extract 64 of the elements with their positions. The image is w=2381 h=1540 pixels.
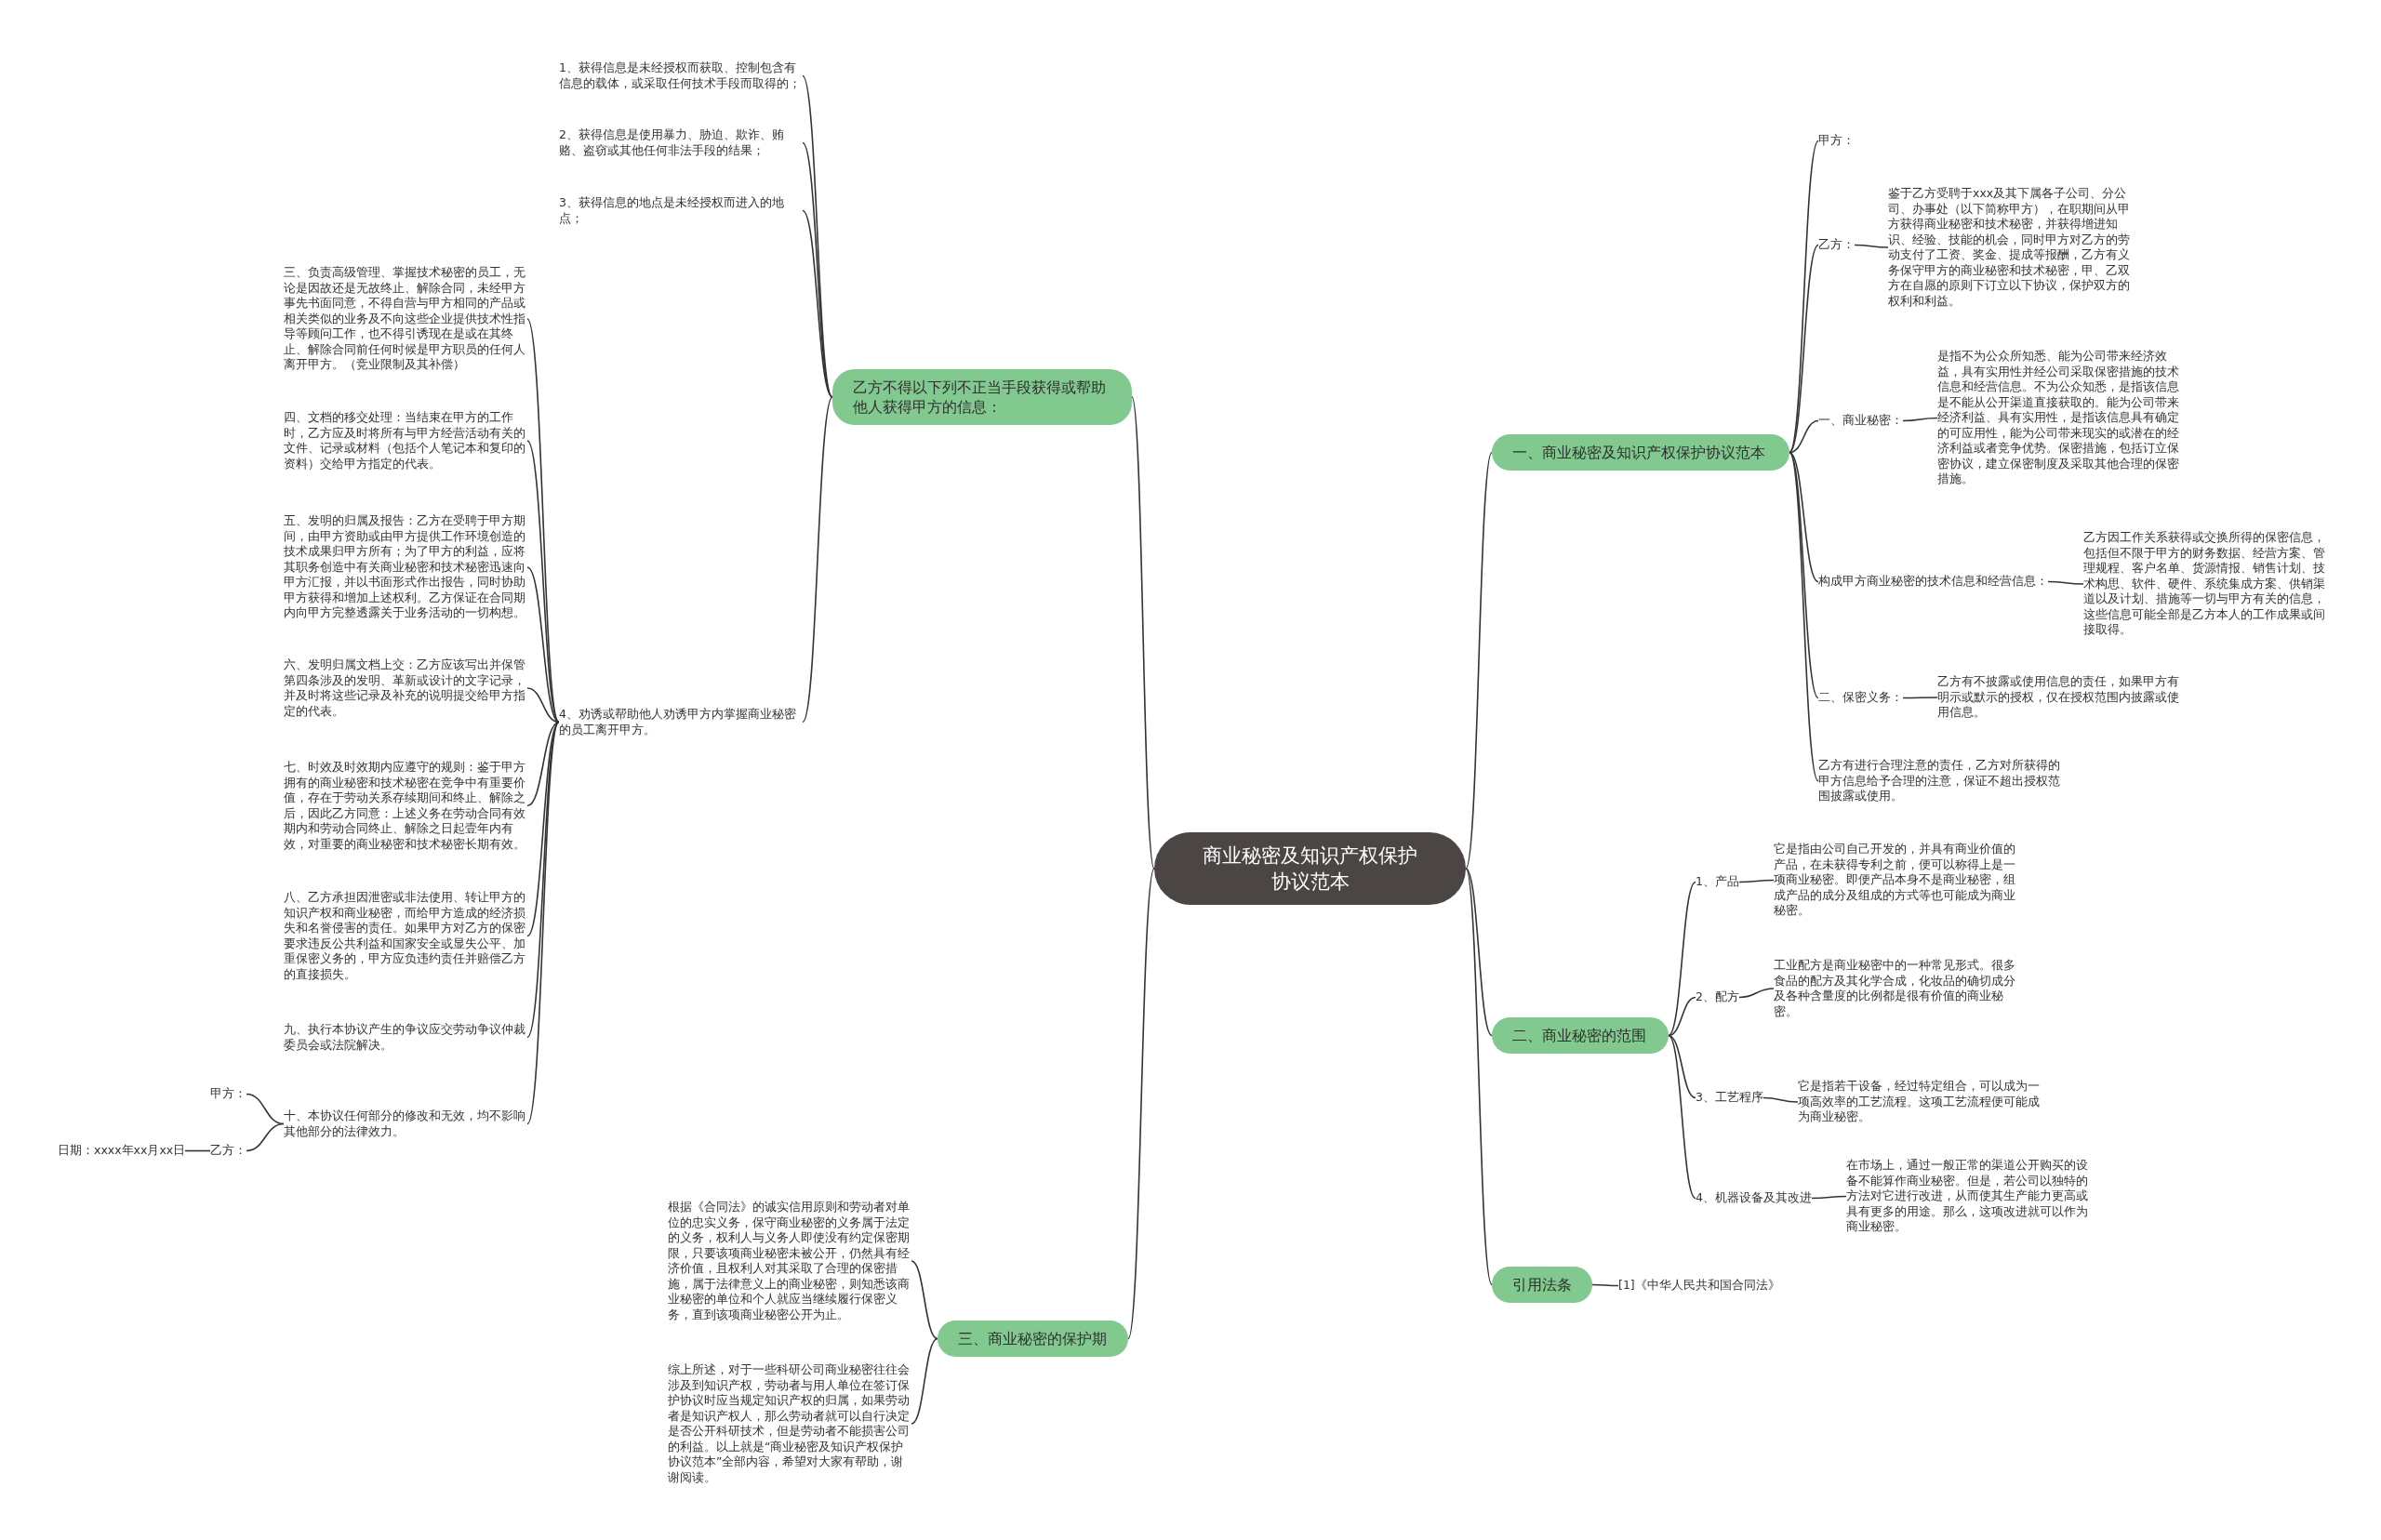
- connector-line: [1811, 1195, 1847, 1200]
- connector-line: [1668, 1034, 1696, 1099]
- connector-line: [1789, 451, 1819, 699]
- topic-pill: 一、商业秘密及知识产权保护协议范本: [1492, 434, 1789, 471]
- note-text: 工业配方是商业秘密中的一种常见形式。很多食品的配方及其化学合成，化妆品的确切成分及各种含量度的比例都是很有价值的商业秘密。: [1774, 958, 2017, 1019]
- connector-line: [526, 721, 560, 1125]
- connector-line: [1465, 868, 1493, 1037]
- connector-line: [1738, 988, 1775, 999]
- topic-pill: 二、商业秘密的范围: [1492, 1017, 1669, 1054]
- branch-label: 4、机器设备及其改进: [1696, 1190, 1812, 1206]
- note-text: 六、发明归属文档上交：乙方应该写出并保管第四条涉及的发明、革新或设计的文字记录，并及时将这些记录及补充的说明提交给甲方指定的代表。: [284, 657, 527, 719]
- connector-line: [1738, 879, 1775, 883]
- note-text: 在市场上，通过一般正常的渠道公开购买的设备不能算作商业秘密。但是，若公司以独特的方法对它进行改进，从而使其生产能力更高或具有更多的用途。那么，这项改进就可以作为商业秘密。: [1846, 1158, 2090, 1235]
- connector-line: [1668, 1034, 1696, 1200]
- topic-pill: 引用法条: [1492, 1267, 1592, 1303]
- note-text: 鉴于乙方受聘于xxx及其下属各子公司、分公司、办事处（以下简称甲方），在职期间从甲方获得商业秘密和技术秘密，并获得增进知识、经验、技能的机会，同时甲方对乙方的劳动支付了工资、奖金、提成等报酬，乙方有义务保守甲方的商业秘密和技术秘密，甲、乙双方在自愿的原则下订立以下协议，保护双方的权利和利益。: [1888, 186, 2132, 309]
- connector-line: [1591, 1283, 1619, 1287]
- note-text: 综上所述，对于一些科研公司商业秘密往往会涉及到知识产权，劳动者与用人单位在签订保护协议时应当规定知识产权的归属，如果劳动者是知识产权人，那么劳动者就可以自行决定是否公开科研技术，但是劳动者不能损害公司的利益。以上就是“商业秘密及知识产权保护协议范本”全部内容，希望对大家有帮助，谢谢阅读。: [668, 1362, 911, 1485]
- note-text: 根据《合同法》的诚实信用原则和劳动者对单位的忠实义务，保守商业秘密的义务属于法定的义务，权利人与义务人即使没有约定保密期限，只要该项商业秘密未被公开，仍然具有经济价值，且权利人对其采取了合理的保密措施，属于法律意义上的商业秘密，则知悉该商业秘密的单位和个人就应当继续履行保密义务，直到该项商业秘密公开为止。: [668, 1200, 911, 1322]
- connector-line: [526, 721, 560, 937]
- connector-line: [526, 566, 560, 724]
- connector-line: [1789, 419, 1819, 454]
- branch-label: 1、产品: [1696, 874, 1739, 890]
- branch-label: 3、工艺程序: [1696, 1090, 1763, 1106]
- connector-line: [802, 209, 833, 398]
- note-text: 八、乙方承担因泄密或非法使用、转让甲方的知识产权和商业秘密，而给甲方造成的经济损失和名誉侵害的责任。如果甲方对乙方的保密要求违反公共利益和国家安全或显失公平、加重保密义务的，甲方应负违约责任并赔偿乙方的直接损失。: [284, 890, 527, 982]
- topic-pill: 三、商业秘密的保护期: [938, 1321, 1128, 1357]
- branch-label: 2、配方: [1696, 989, 1739, 1005]
- connector-line: [1465, 868, 1493, 1286]
- connector-line: [526, 687, 560, 724]
- connector-line: [1789, 244, 1819, 454]
- branch-label: 日期：xxxx年xx月xx日: [58, 1143, 186, 1159]
- connector-line: [1668, 881, 1696, 1037]
- note-text: 十、本协议任何部分的修改和无效，均不影响其他部分的法律效力。: [284, 1109, 527, 1139]
- connector-line: [911, 1337, 938, 1425]
- connector-line: [802, 396, 833, 724]
- note-text: 三、负责高级管理、掌握技术秘密的员工，无论是因故还是无故终止、解除合同，未经甲方事先书面同意，不得自营与甲方相同的产品或相关类似的业务及不向这些企业提供技术性指导等顾问工作，也不得引诱现在是或在其终止、解除合同前任何时候是甲方职员的任何人离开甲方。（竞业限制及其补偿）: [284, 265, 527, 373]
- topic-pill: 乙方不得以下列不正当手段获得或帮助他人获得甲方的信息：: [832, 369, 1132, 425]
- connector-line: [246, 1093, 285, 1125]
- connector-line: [1131, 396, 1155, 870]
- note-text: 七、时效及时效期内应遵守的规则：鉴于甲方拥有的商业秘密和技术秘密在竞争中有重要价值，存在于劳动关系存续期间和终止、解除之后，因此乙方同意：上述义务在劳动合同有效期内和劳动合同终止、解除之日起壹年内有效，对重要的商业秘密和技术秘密长期有效。: [284, 760, 527, 852]
- connector-line: [1902, 417, 1938, 422]
- connector-line: [526, 721, 560, 807]
- connector-line: [1762, 1096, 1799, 1103]
- note-text: 五、发明的归属及报告：乙方在受聘于甲方期间，由甲方资助或由甲方提供工作环境创造的技术成果归甲方所有；为了甲方的利益，应将其职务创造中有关商业秘密和技术秘密迅速向甲方汇报，并以书面形式作出报告，同时协助甲方获得和增加上述权利。乙方保证在合同期内向甲方完整透露关于业务活动的一切构想。: [284, 513, 527, 621]
- note-text: 它是指由公司自己开发的，并具有商业价值的产品，在未获得专利之前，便可以称得上是一项商业秘密。即便产品本身不是商业秘密，组成产品的成分及组成的方式等也可能成为商业秘密。: [1774, 842, 2017, 919]
- connector-line: [526, 721, 560, 1039]
- connector-line: [1854, 244, 1889, 248]
- note-text: 九、执行本协议产生的争议应交劳动争议仲裁委员会或法院解决。: [284, 1022, 527, 1053]
- note-text: 它是指若干设备，经过特定组合，可以成为一项高效率的工艺流程。这项工艺流程便可能成为商业秘密。: [1798, 1079, 2042, 1125]
- connector-line: [1789, 139, 1819, 454]
- connector-line: [1668, 996, 1696, 1037]
- connector-line: [246, 1122, 285, 1152]
- connector-line: [2047, 580, 2084, 585]
- central-topic: 商业秘密及知识产权保护协议范本: [1154, 832, 1466, 905]
- connector-line: [184, 1149, 211, 1152]
- connector-line: [1127, 868, 1155, 1340]
- connector-line: [1789, 451, 1819, 782]
- connector-line: [1902, 697, 1938, 699]
- connector-line: [1465, 451, 1493, 870]
- connector-line: [526, 318, 560, 724]
- connector-line: [1789, 451, 1819, 583]
- note-text: 四、文档的移交处理：当结束在甲方的工作时，乙方应及时将所有与甲方经营活动有关的文件、记录或材料（包括个人笔记本和复印的资料）交给甲方指定的代表。: [284, 410, 527, 471]
- connector-line: [911, 1260, 938, 1340]
